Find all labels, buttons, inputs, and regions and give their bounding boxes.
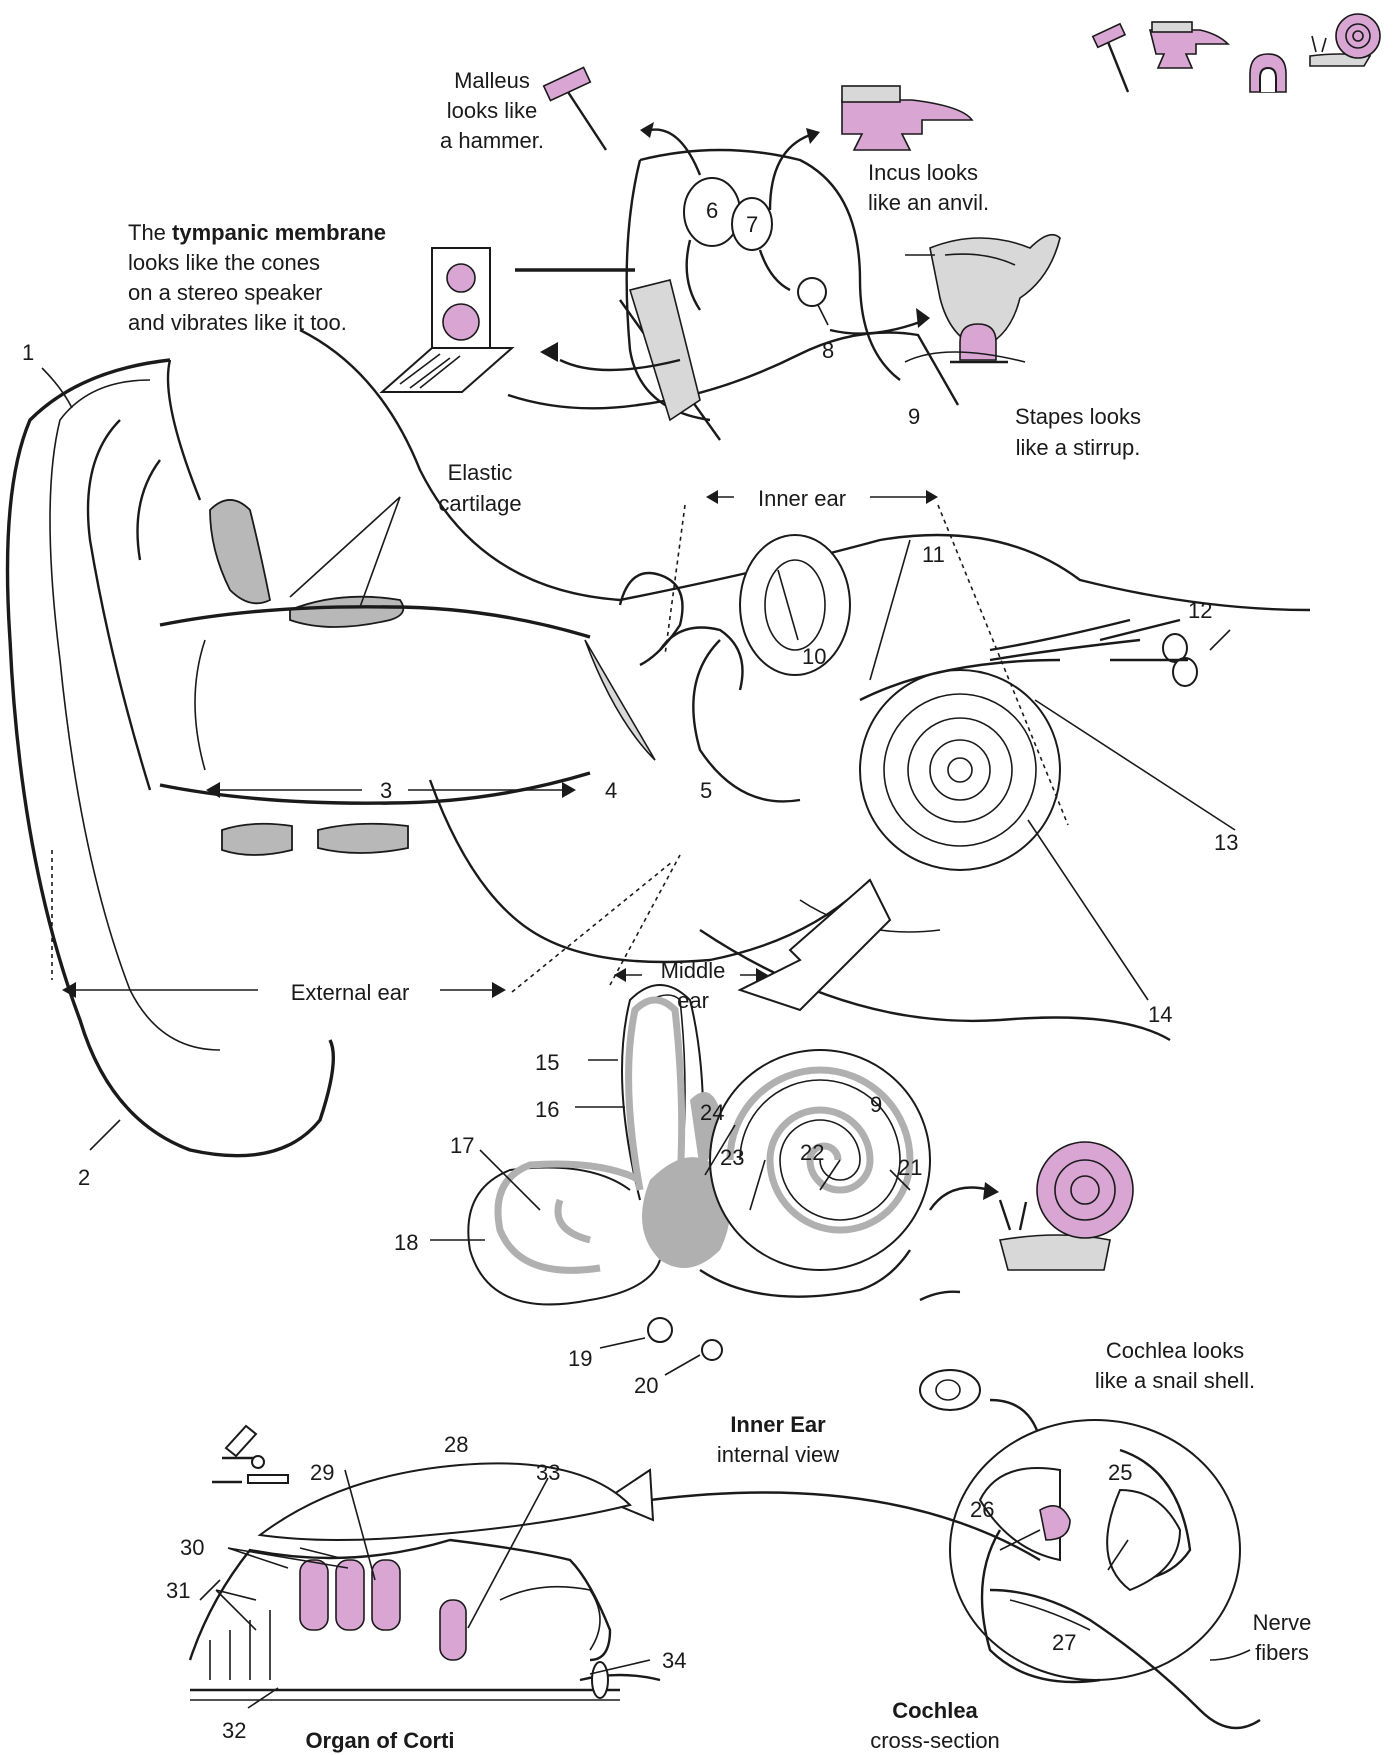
inner-ear-internal-view [468, 985, 1133, 1448]
cochlea-cross-section [605, 1420, 1260, 1728]
label-1: 1 [22, 340, 34, 365]
label-19: 19 [568, 1346, 592, 1371]
label-29: 29 [310, 1460, 334, 1485]
middle-ear-label-2: ear [677, 988, 709, 1013]
label-4: 4 [605, 778, 617, 803]
tympanic-line-4: and vibrates like it too. [128, 310, 347, 335]
stapes-line-2: like a stirrup. [1016, 435, 1141, 460]
label-27: 27 [1052, 1630, 1076, 1655]
label-6: 6 [706, 198, 718, 223]
label-30: 30 [180, 1535, 204, 1560]
label-9-top: 9 [908, 404, 920, 429]
label-14: 14 [1148, 1002, 1172, 1027]
hammer-icon [1093, 24, 1128, 92]
middle-ear-label-1: Middle [661, 958, 726, 983]
label-32: 32 [222, 1718, 246, 1743]
label-26: 26 [970, 1497, 994, 1522]
tympanic-bold: tympanic membrane [172, 220, 386, 245]
label-25: 25 [1108, 1460, 1132, 1485]
label-10: 10 [802, 644, 826, 669]
elastic-line-1: Elastic [448, 460, 513, 485]
label-13: 13 [1214, 830, 1238, 855]
label-24: 24 [700, 1100, 724, 1125]
nerve-line-2: fibers [1255, 1640, 1309, 1665]
inner-ear-subtitle: internal view [717, 1442, 839, 1467]
temporal-bone [300, 330, 1310, 1040]
label-22: 22 [800, 1140, 824, 1165]
label-11: 11 [922, 542, 945, 567]
inner-ear-title: Inner Ear [730, 1412, 826, 1437]
incus-line-2: like an anvil. [868, 190, 989, 215]
snail-icon [1310, 14, 1380, 66]
elastic-line-2: cartilage [438, 491, 521, 516]
malleus-line-2: looks like [447, 98, 537, 123]
corti-title: Organ of Corti [305, 1728, 454, 1753]
label-20: 20 [634, 1373, 658, 1398]
stirrup-illustration [905, 235, 1060, 362]
stirrup-icon [1250, 54, 1286, 92]
cochlea-title: Cochlea [892, 1698, 978, 1723]
tympanic-line-3: on a stereo speaker [128, 280, 322, 305]
malleus-line-3: a hammer. [440, 128, 544, 153]
speaker-icon [382, 248, 512, 392]
label-34: 34 [662, 1648, 686, 1673]
label-15: 15 [535, 1050, 559, 1075]
tympanic-line-2: looks like the cones [128, 250, 320, 275]
inner-ear-region-label: Inner ear [758, 486, 846, 511]
organ-of-corti [190, 1426, 660, 1700]
incus-line-1: Incus looks [868, 160, 978, 185]
stapes-line-1: Stapes looks [1015, 404, 1141, 429]
label-31: 31 [166, 1578, 190, 1603]
label-2: 2 [78, 1165, 90, 1190]
middle-ear [585, 573, 743, 760]
inner-ear-main [693, 535, 1197, 1010]
tympanic-pre: The [128, 220, 172, 245]
label-23: 23 [720, 1145, 744, 1170]
tympanic-line-1: The tympanic membrane [128, 220, 386, 245]
label-8: 8 [822, 338, 834, 363]
nerve-line-1: Nerve [1253, 1610, 1312, 1635]
anvil-icon [1150, 22, 1228, 68]
label-16: 16 [535, 1097, 559, 1122]
icon-row [1093, 14, 1380, 92]
snail-line-2: like a snail shell. [1095, 1368, 1255, 1393]
snail-line-1: Cochlea looks [1106, 1338, 1244, 1363]
label-33: 33 [536, 1460, 560, 1485]
snail-illustration [1000, 1142, 1133, 1270]
hammer-illustration [544, 67, 606, 150]
label-12: 12 [1188, 598, 1212, 623]
external-ear-label: External ear [291, 980, 410, 1005]
anvil-illustration [842, 86, 972, 150]
microscope-icon [212, 1426, 288, 1483]
label-28: 28 [444, 1432, 468, 1457]
label-21: 21 [898, 1155, 922, 1180]
label-9-bottom: 9 [870, 1092, 882, 1117]
malleus-line-1: Malleus [454, 68, 530, 93]
label-18: 18 [394, 1230, 418, 1255]
label-3: 3 [380, 778, 392, 803]
label-5: 5 [700, 778, 712, 803]
label-7: 7 [746, 212, 758, 237]
label-17: 17 [450, 1133, 474, 1158]
cochlea-subtitle: cross-section [870, 1728, 1000, 1753]
